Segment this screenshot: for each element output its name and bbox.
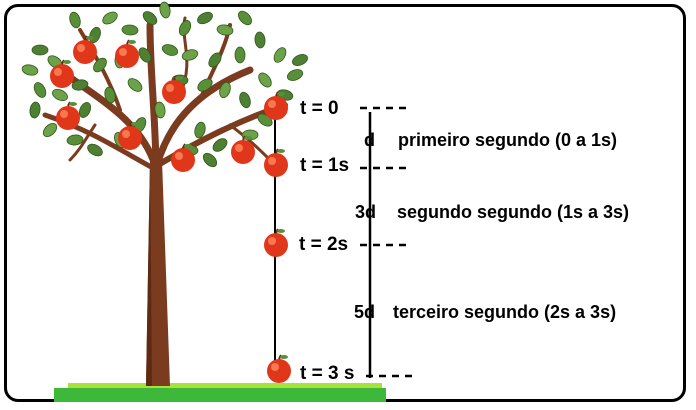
falling-apple-t1 bbox=[263, 148, 289, 178]
leaf bbox=[142, 11, 158, 25]
leaf bbox=[181, 49, 199, 61]
leaf bbox=[31, 44, 49, 56]
leaf bbox=[159, 1, 171, 19]
diagram-frame bbox=[4, 4, 686, 402]
leaf bbox=[104, 86, 116, 104]
leaf bbox=[178, 20, 192, 36]
leaf bbox=[216, 24, 234, 36]
leaf bbox=[254, 31, 266, 49]
leaf bbox=[66, 134, 84, 146]
leaf bbox=[219, 81, 231, 99]
leaf bbox=[78, 102, 92, 118]
leaf bbox=[138, 47, 152, 63]
leaf bbox=[286, 69, 304, 81]
leaf bbox=[238, 10, 252, 26]
distance-amount-3: 5d bbox=[354, 302, 376, 322]
leaf bbox=[29, 101, 41, 119]
leaf bbox=[197, 11, 213, 25]
distance-amount-1: d bbox=[364, 130, 375, 150]
tree-apple bbox=[55, 101, 81, 131]
leaf bbox=[121, 24, 139, 36]
leaf bbox=[102, 11, 118, 25]
leaf bbox=[127, 78, 143, 92]
leaf bbox=[21, 64, 39, 76]
grass-ground bbox=[54, 388, 386, 402]
leaf bbox=[202, 152, 218, 168]
leaf bbox=[197, 78, 213, 92]
distance-description-3: terceiro segundo (2s a 3s) bbox=[393, 302, 617, 322]
tree-apple bbox=[114, 39, 140, 69]
leaf bbox=[42, 122, 58, 138]
time-label-t1: t = 1s bbox=[300, 155, 350, 176]
leaf bbox=[194, 121, 206, 139]
time-level-dashes bbox=[360, 106, 412, 378]
distance-amount-2: 3d bbox=[355, 202, 377, 222]
distance-description-1: primeiro segundo (0 a 1s) bbox=[398, 130, 618, 150]
leaf bbox=[52, 88, 68, 102]
leaf bbox=[87, 143, 103, 157]
leaf bbox=[69, 11, 81, 29]
leaf bbox=[208, 52, 222, 68]
distance-description-2: segundo segundo (1s a 3s) bbox=[397, 202, 630, 222]
leaf bbox=[71, 79, 89, 91]
time-label-t0: t = 0 bbox=[300, 98, 339, 119]
leaf bbox=[258, 72, 272, 88]
leaf bbox=[93, 57, 107, 73]
leaf bbox=[273, 47, 287, 63]
leaf bbox=[33, 82, 47, 98]
tree-trunk bbox=[146, 160, 170, 386]
time-label-t2: t = 2s bbox=[299, 234, 349, 255]
falling-apple-t3 bbox=[266, 354, 292, 384]
leaf bbox=[161, 44, 179, 56]
time-label-t3: t = 3 s bbox=[300, 363, 355, 384]
grass-highlight bbox=[68, 383, 382, 389]
leaf bbox=[292, 53, 308, 67]
leaf bbox=[234, 46, 246, 64]
leaf bbox=[154, 101, 166, 119]
falling-apple-t2 bbox=[263, 228, 289, 258]
leaf bbox=[212, 138, 228, 152]
leaf bbox=[239, 91, 251, 109]
